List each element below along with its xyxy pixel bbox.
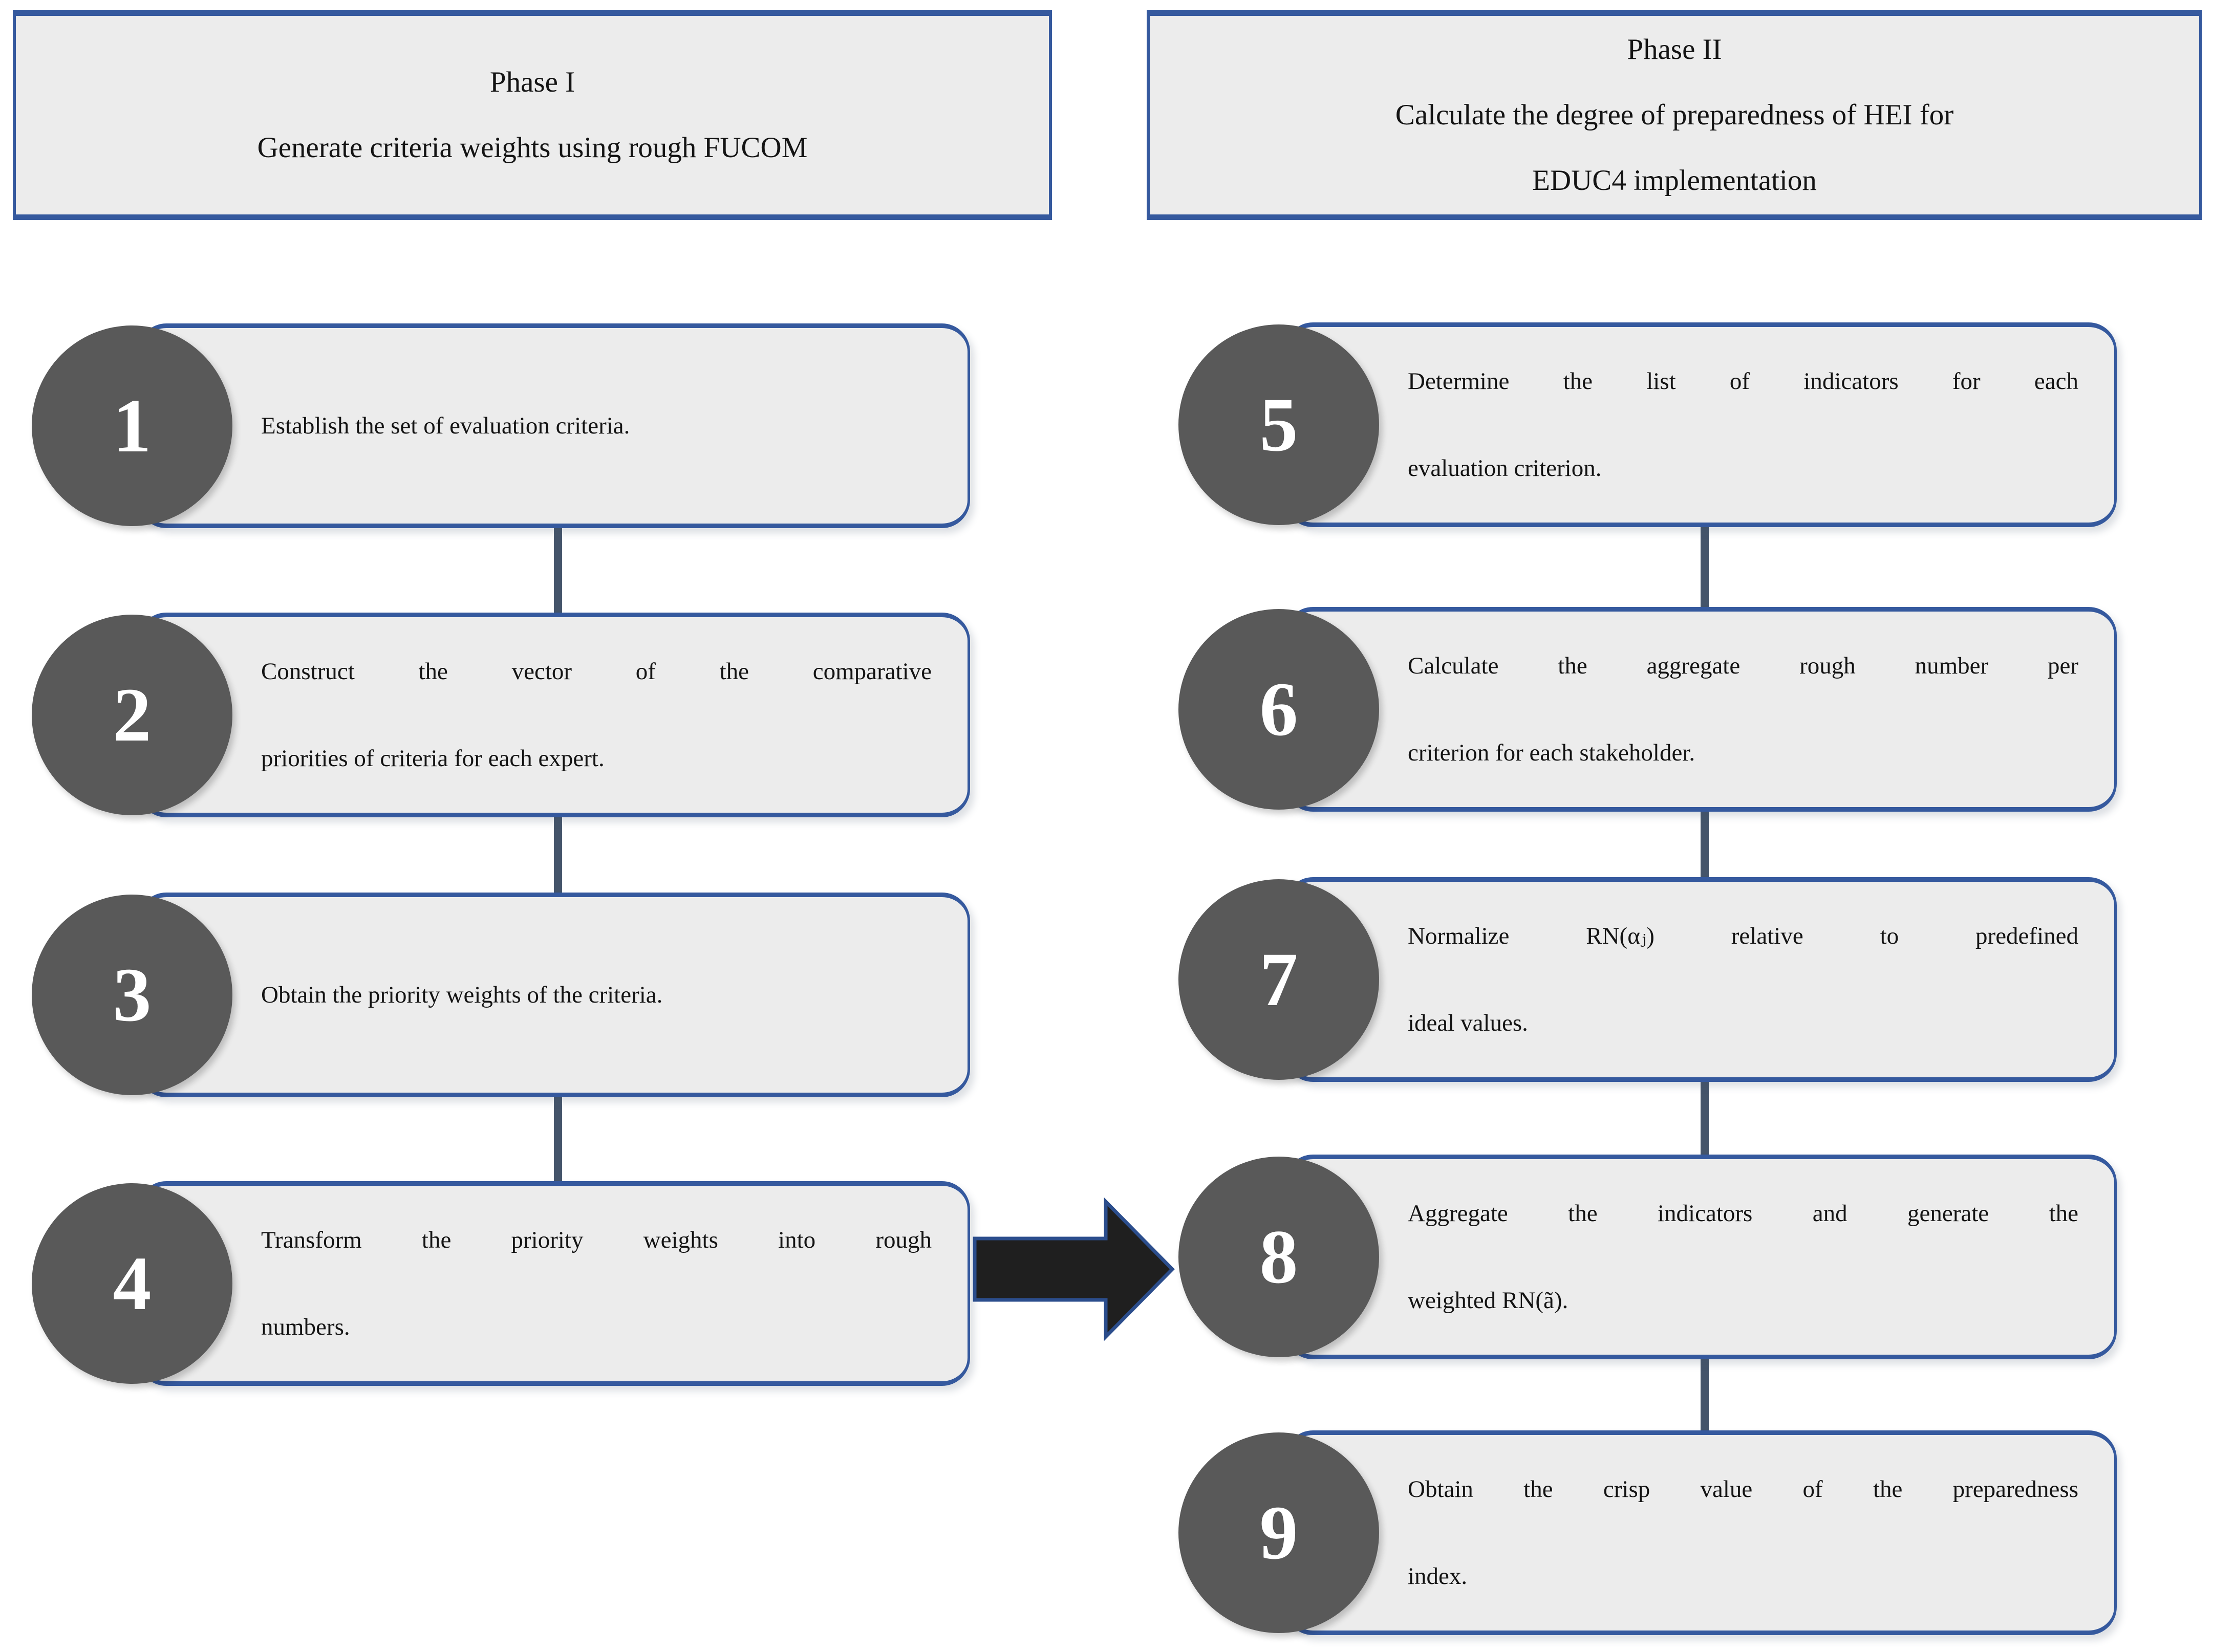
phase-transition-arrow-icon	[973, 1197, 1175, 1341]
phase2-subtitle-line1: Calculate the degree of preparedness of …	[1395, 99, 1954, 131]
step-box: Aggregate the indicators and generate th…	[1285, 1155, 2117, 1359]
step-number: 3	[113, 952, 152, 1037]
step-number: 6	[1259, 667, 1298, 752]
phase2-title: Phase II	[1627, 33, 1722, 66]
step-text: Establish the set of evaluation criteria…	[261, 382, 932, 469]
step-text-line: evaluation criterion.	[1408, 455, 1602, 482]
step-box: Construct the vector of the comparative p…	[138, 613, 970, 817]
connector-line	[1701, 1356, 1709, 1433]
step-text: Calculate the aggregate rough number per…	[1408, 622, 2078, 796]
step-number-badge: 5	[1178, 324, 1379, 525]
step-text: Aggregate the indicators and generate th…	[1408, 1170, 2078, 1344]
phase1-subtitle: Generate criteria weights using rough FU…	[257, 132, 808, 164]
step-box: Determine the list of indicators for eac…	[1285, 322, 2117, 527]
step-box: Normalize RN(αⱼ) relative to predefined i…	[1285, 877, 2117, 1082]
connector-line	[1701, 1079, 1709, 1158]
connector-line	[554, 1094, 562, 1184]
step-text: Determine the list of indicators for eac…	[1408, 338, 2078, 512]
step-number-badge: 1	[32, 325, 232, 526]
step-text-line: ideal values.	[1408, 1010, 1528, 1036]
step-text-line: Transform the priority weights into roug…	[261, 1227, 932, 1253]
step-text: Normalize RN(αⱼ) relative to predefined i…	[1408, 893, 2078, 1067]
phase2-header: Phase II Calculate the degree of prepare…	[1147, 10, 2202, 220]
step-text-line: Establish the set of evaluation criteria…	[261, 412, 630, 439]
step-text-line: numbers.	[261, 1314, 350, 1340]
step-text-line: Obtain the priority weights of the crite…	[261, 982, 663, 1008]
step-number: 5	[1259, 382, 1298, 467]
connector-line	[1701, 524, 1709, 610]
step-text-line: Determine the list of indicators for eac…	[1408, 368, 2078, 395]
step-number-badge: 7	[1178, 879, 1379, 1080]
connector-line	[554, 814, 562, 896]
step-number: 1	[113, 383, 152, 468]
step-text-line: Calculate the aggregate rough number per	[1408, 653, 2078, 679]
connector-line	[554, 525, 562, 616]
step-number-badge: 4	[32, 1183, 232, 1384]
phase1-header: Phase I Generate criteria weights using …	[13, 10, 1052, 220]
step-text: Obtain the priority weights of the crite…	[261, 951, 932, 1038]
step-text: Obtain the crisp value of the preparedne…	[1408, 1446, 2078, 1620]
step-number-badge: 6	[1178, 609, 1379, 810]
step-number: 2	[113, 672, 152, 757]
step-text-line: criterion for each stakeholder.	[1408, 740, 1695, 766]
phase2-subtitle-line2: EDUC4 implementation	[1532, 164, 1817, 197]
step-number-badge: 9	[1178, 1432, 1379, 1633]
step-number-badge: 8	[1178, 1157, 1379, 1357]
phase1-title: Phase I	[489, 66, 575, 98]
step-text-line: priorities of criteria for each expert.	[261, 745, 605, 772]
step-text-line: Obtain the crisp value of the preparedne…	[1408, 1476, 2078, 1503]
step-number: 4	[113, 1241, 152, 1326]
step-box: Obtain the priority weights of the crite…	[138, 893, 970, 1097]
step-number: 7	[1259, 937, 1298, 1022]
step-number: 9	[1259, 1490, 1298, 1575]
step-number-badge: 3	[32, 895, 232, 1095]
step-box: Obtain the crisp value of the preparedne…	[1285, 1430, 2117, 1635]
step-text: Transform the priority weights into roug…	[261, 1197, 932, 1371]
step-text: Construct the vector of the comparative p…	[261, 628, 932, 802]
step-text-line: index.	[1408, 1563, 1468, 1590]
step-number: 8	[1259, 1214, 1298, 1299]
step-text-line: weighted RN(ã).	[1408, 1287, 1569, 1314]
step-text-line: Construct the vector of the comparative	[261, 658, 932, 685]
phase-arrow-polygon	[973, 1197, 1175, 1341]
connector-line	[1701, 809, 1709, 880]
step-box: Calculate the aggregate rough number per…	[1285, 607, 2117, 812]
step-box: Transform the priority weights into roug…	[138, 1181, 970, 1386]
step-box: Establish the set of evaluation criteria…	[138, 323, 970, 528]
step-number-badge: 2	[32, 615, 232, 815]
step-text-line: Aggregate the indicators and generate th…	[1408, 1200, 2078, 1227]
step-text-line: Normalize RN(αⱼ) relative to predefined	[1408, 923, 2078, 949]
